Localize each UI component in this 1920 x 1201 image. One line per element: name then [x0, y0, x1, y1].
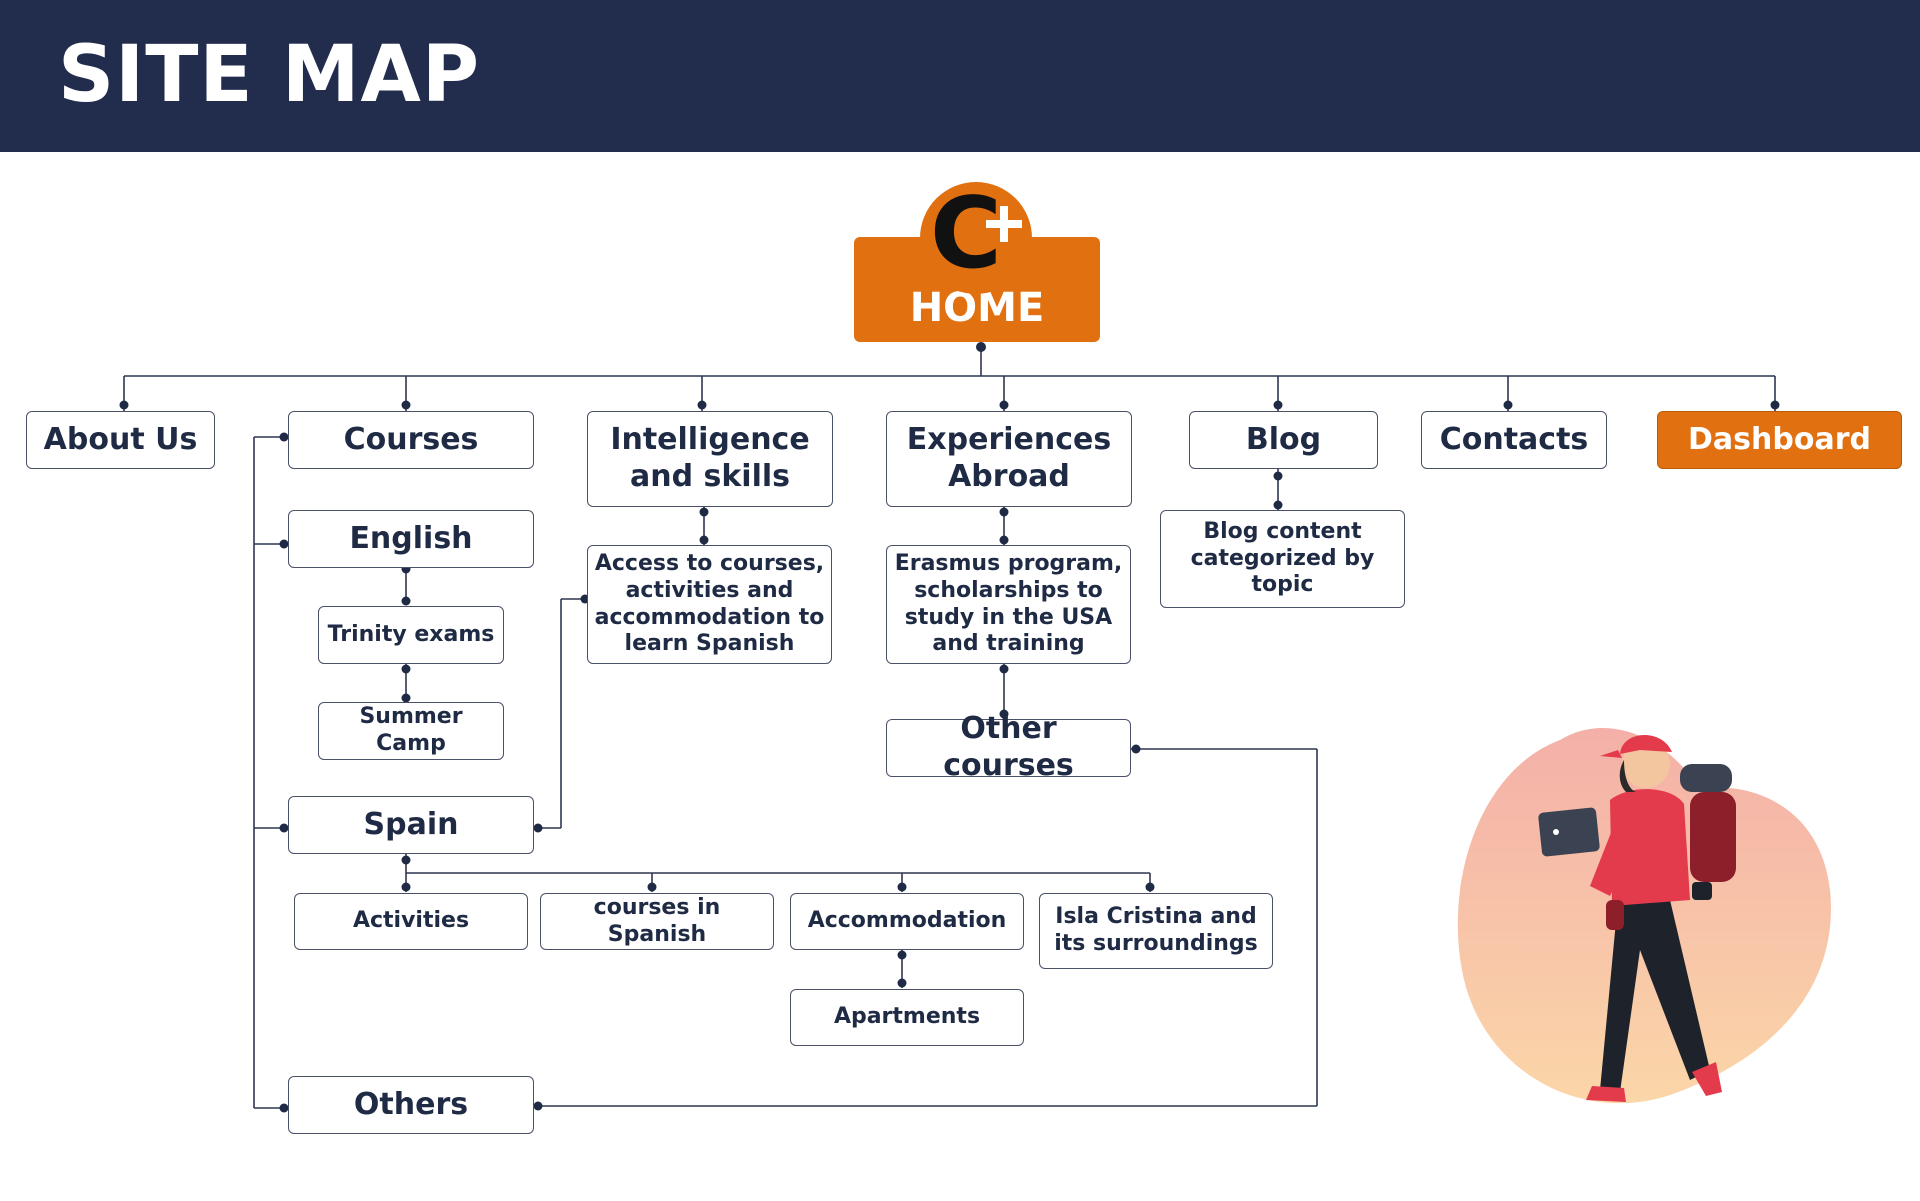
- experiences-desc-node[interactable]: Erasmus program, scholarships to study i…: [886, 545, 1131, 664]
- english-node[interactable]: English: [288, 510, 534, 568]
- summer-camp-node[interactable]: Summer Camp: [318, 702, 504, 760]
- other-courses-node[interactable]: Other courses: [886, 711, 1131, 783]
- about-us-node[interactable]: About Us: [26, 411, 215, 469]
- others-node[interactable]: Others: [288, 1076, 534, 1134]
- experiences-abroad-node[interactable]: Experiences Abroad: [886, 411, 1132, 507]
- apartments-node[interactable]: Apartments: [790, 989, 1024, 1046]
- courses-node[interactable]: Courses: [288, 411, 534, 469]
- traveler-with-laptop-illustration-icon: [1457, 728, 1831, 1104]
- activities-node[interactable]: Activities: [294, 893, 528, 950]
- blog-desc-node[interactable]: Blog content categorized by topic: [1160, 510, 1405, 608]
- plus-icon: [986, 206, 1022, 242]
- courses-in-spanish-node[interactable]: courses in Spanish: [540, 893, 774, 950]
- logo-letter: C: [930, 177, 1002, 291]
- dashboard-node[interactable]: Dashboard: [1657, 411, 1902, 469]
- page-title: SITE MAP: [58, 30, 480, 120]
- intelligence-desc-node[interactable]: Access to courses, activities and accomm…: [587, 545, 832, 664]
- contacts-node[interactable]: Contacts: [1421, 411, 1607, 469]
- spain-node[interactable]: Spain: [288, 796, 534, 854]
- accommodation-node[interactable]: Accommodation: [790, 893, 1024, 950]
- intelligence-skills-node[interactable]: Intelligence and skills: [587, 411, 833, 507]
- trinity-exams-node[interactable]: Trinity exams: [318, 606, 504, 664]
- header-bar: SITE MAP: [0, 0, 1920, 152]
- isla-cristina-node[interactable]: Isla Cristina and its surroundings: [1039, 893, 1273, 969]
- c-plus-logo-icon: C: [920, 177, 1032, 294]
- blog-node[interactable]: Blog: [1189, 411, 1378, 469]
